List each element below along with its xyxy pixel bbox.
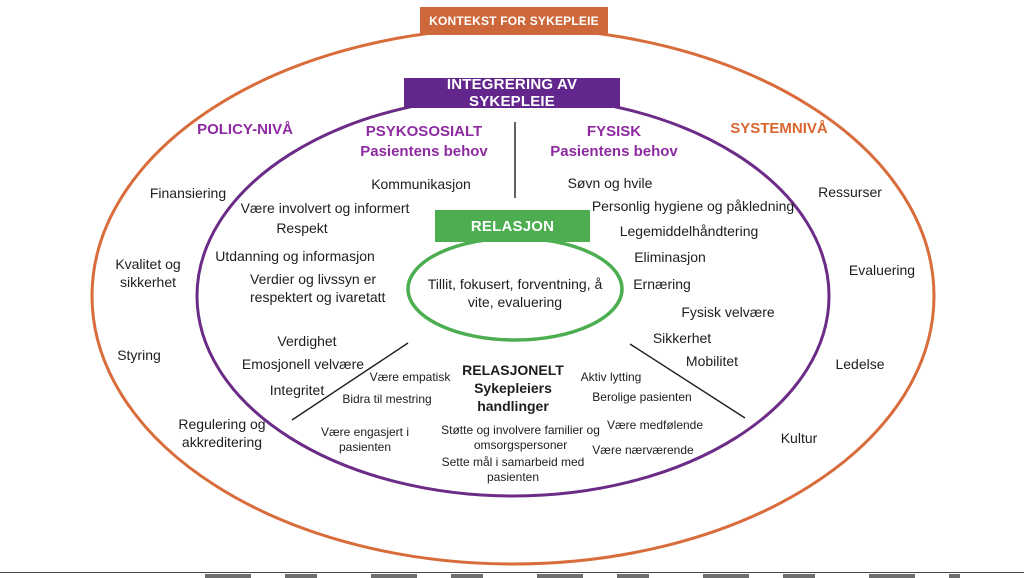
psychosocial-item: Være involvert og informert [240, 200, 410, 216]
relation-description: Tillit, fokusert, forventning, å vite, e… [427, 276, 603, 310]
integration-banner: INTEGRERING AV SYKEPLEIE [404, 76, 620, 110]
bottom-rule [0, 572, 1024, 573]
policy-item: Kvalitet og sikkerhet [115, 256, 181, 290]
relational-item: Være nærværende [592, 443, 694, 457]
physical-item: Sikkerhet [652, 330, 712, 346]
physical-item: Søvn og hvile [567, 175, 653, 191]
physical-title: FYSISK [586, 123, 642, 140]
psychosocial-item: Verdier og livssyn er respektert og ivar… [250, 271, 386, 305]
system-item: Ledelse [835, 356, 885, 372]
relational-item: Være empatisk [369, 370, 451, 384]
psychosocial-header: PSYKOSOSIALT Pasientens behov [334, 122, 514, 163]
policy-item: Styring [117, 347, 161, 363]
physical-item: Mobilitet [685, 353, 739, 369]
physical-subtitle: Pasientens behov [550, 143, 678, 161]
relational-item: Være medfølende [606, 418, 704, 432]
physical-item: Eliminasjon [634, 249, 706, 265]
context-banner: KONTEKST FOR SYKEPLEIE [420, 7, 608, 35]
relation-banner: RELASJON [435, 210, 590, 242]
relational-item: Aktiv lytting [580, 370, 642, 384]
system-item: Kultur [780, 430, 818, 446]
psychosocial-item: Emosjonell velvære [241, 356, 365, 372]
relational-item: Berolige pasienten [592, 390, 692, 404]
system-item: Evaluering [848, 262, 916, 278]
system-level-title: SYSTEMNIVÅ [730, 120, 828, 137]
policy-item: Regulering og akkreditering [178, 416, 266, 450]
divider-line-left [291, 342, 409, 421]
clipped-citation-strip [205, 574, 960, 578]
physical-item: Legemiddelhåndtering [619, 223, 759, 239]
relational-item: Være engasjert i pasienten [320, 425, 410, 455]
psychosocial-item: Integritet [269, 382, 325, 398]
relational-item: Sette mål i samarbeid med pasienten [441, 455, 585, 485]
policy-level-title: POLICY-NIVÅ [197, 121, 293, 138]
relational-title: RELASJONELT [462, 362, 564, 378]
psychosocial-subtitle: Pasientens behov [360, 143, 488, 161]
physical-item: Fysisk velvære [681, 304, 775, 320]
psychosocial-item: Verdighet [277, 333, 337, 349]
psychosocial-item: Respekt [276, 220, 328, 236]
physical-header: FYSISK Pasientens behov [524, 122, 704, 163]
divider-line-right [629, 343, 746, 419]
relational-subtitle: Sykepleiers handlinger [474, 380, 552, 415]
psychosocial-title: PSYKOSOSIALT [365, 123, 483, 140]
relational-item: Bidra til mestring [342, 392, 432, 406]
psychosocial-item: Utdanning og informasjon [215, 248, 375, 264]
physical-item: Personlig hygiene og påkledning [591, 198, 795, 214]
system-item: Ressurser [818, 184, 882, 200]
relational-item: Støtte og involvere familier og omsorgsp… [441, 423, 600, 453]
relational-header: RELASJONELT Sykepleiers handlinger [453, 361, 573, 416]
psychosocial-item: Kommunikasjon [371, 176, 471, 192]
policy-item: Finansiering [149, 185, 227, 201]
physical-item: Ernæring [633, 276, 691, 292]
